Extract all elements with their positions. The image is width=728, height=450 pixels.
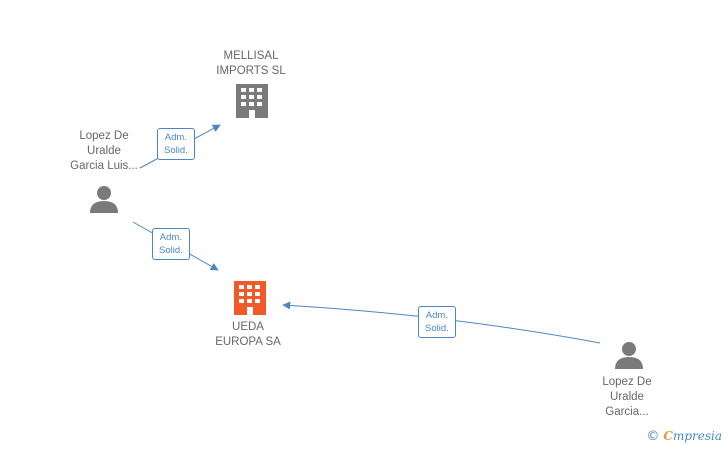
person-label-line: Uralde bbox=[610, 391, 644, 403]
person-label-line: Garcia... bbox=[605, 406, 649, 418]
person-label-line: Lopez De bbox=[79, 130, 129, 142]
copyright-icon: © bbox=[646, 429, 660, 444]
brand-name: mpresia bbox=[672, 429, 722, 443]
person-icon[interactable] bbox=[615, 342, 643, 369]
edge-badge-line: Adm. bbox=[425, 310, 448, 321]
edge-badge-line: Solid. bbox=[164, 145, 188, 156]
person-label-1[interactable]: Lopez De Uralde Garcia Luis... bbox=[56, 129, 152, 174]
building-icon[interactable] bbox=[236, 84, 268, 118]
edge-badge-adm-solid[interactable]: Adm. Solid. bbox=[152, 228, 190, 260]
edge-badge-adm-solid[interactable]: Adm. Solid. bbox=[418, 306, 456, 338]
building-icon[interactable] bbox=[234, 281, 266, 315]
company-label-ueda[interactable]: UEDA EUROPA SA bbox=[206, 320, 290, 350]
company-label-line: EUROPA SA bbox=[215, 336, 281, 348]
edge-badge-adm-solid[interactable]: Adm. Solid. bbox=[157, 128, 195, 160]
person-label-line: Lopez De bbox=[602, 376, 652, 388]
edge-badge-line: Adm. bbox=[164, 132, 187, 143]
person-label-line: Uralde bbox=[87, 145, 121, 157]
company-label-line: UEDA bbox=[232, 321, 264, 333]
person-label-line: Garcia Luis... bbox=[70, 160, 138, 172]
company-label-line: MELLISAL bbox=[223, 50, 279, 62]
person-label-2[interactable]: Lopez De Uralde Garcia... bbox=[584, 375, 670, 420]
edge-badge-line: Solid. bbox=[425, 323, 449, 334]
edge-badge-line: Adm. bbox=[159, 232, 182, 243]
brand-logo-letter: C bbox=[663, 429, 673, 443]
person-icon[interactable] bbox=[90, 186, 118, 213]
edge-badge-line: Solid. bbox=[159, 245, 183, 256]
brand-watermark: ©Cmpresia bbox=[646, 429, 722, 444]
company-label-line: IMPORTS SL bbox=[216, 65, 286, 77]
company-label-mellisal[interactable]: MELLISAL IMPORTS SL bbox=[209, 49, 293, 79]
